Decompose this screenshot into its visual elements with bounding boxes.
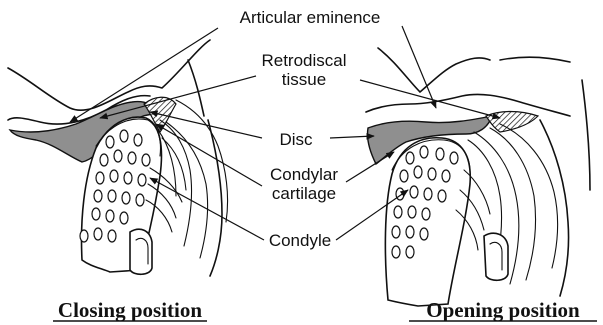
label-condylar-line1: Condylar <box>270 165 338 184</box>
label-articular-eminence: Articular eminence <box>240 8 381 27</box>
opening-retrodiscal <box>486 112 538 133</box>
label-retrodiscal-line2: tissue <box>282 70 326 89</box>
closing-joint <box>8 40 228 276</box>
label-retrodiscal-line1: Retrodiscal <box>261 51 346 70</box>
label-disc: Disc <box>279 130 313 149</box>
caption-closing: Closing position <box>58 298 202 322</box>
label-condylar-line2: cartilage <box>272 184 336 203</box>
opening-condyle <box>385 138 470 306</box>
label-condyle: Condyle <box>269 231 331 250</box>
opening-joint <box>366 48 590 306</box>
caption-opening: Opening position <box>426 298 580 322</box>
